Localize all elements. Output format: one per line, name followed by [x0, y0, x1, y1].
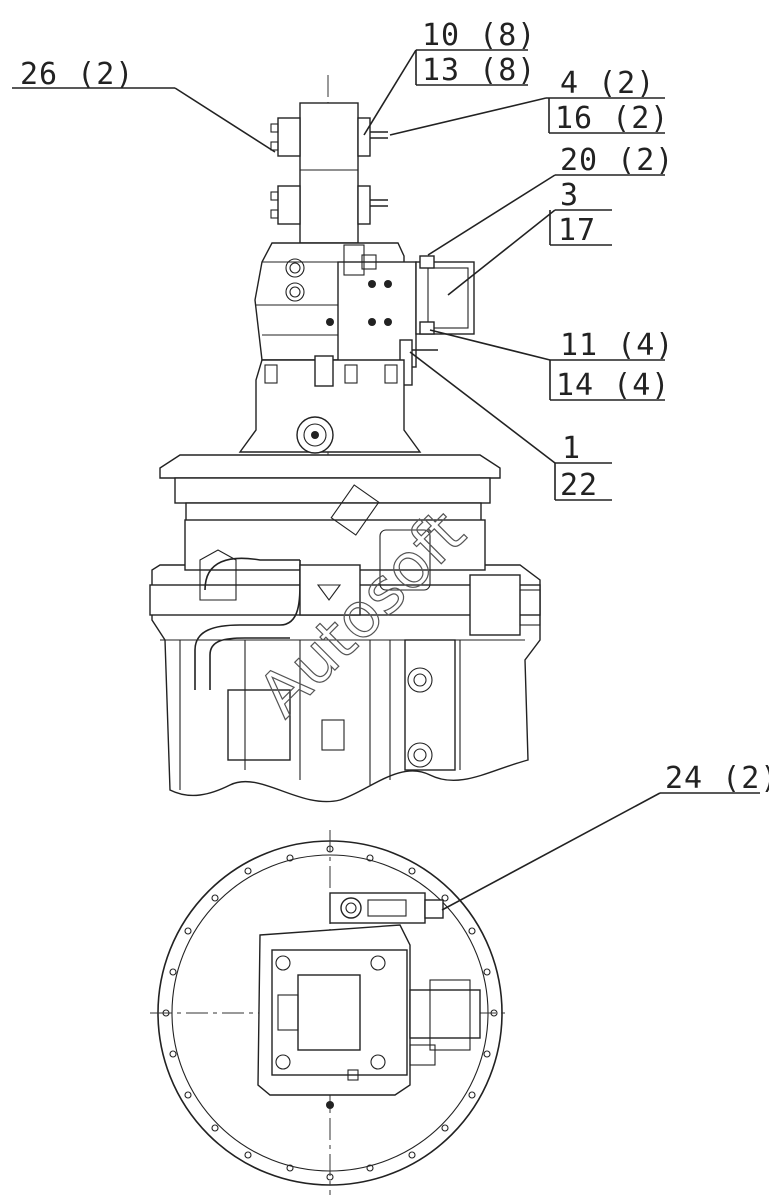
label-26: 26 (2) [20, 57, 134, 92]
filter-box [227, 689, 291, 761]
label-13: 13 (8) [422, 53, 536, 88]
label-20: 20 (2) [560, 143, 674, 178]
valve-stack [299, 102, 359, 244]
bell-housing [238, 359, 422, 453]
engine-assembly [149, 484, 541, 803]
label-16: 16 (2) [555, 101, 669, 136]
side-elevation-view [149, 75, 541, 803]
label-3: 3 [560, 178, 579, 213]
label-11: 11 (4) [560, 328, 674, 363]
left-valve-upper [277, 117, 301, 157]
label-22: 22 [560, 468, 598, 503]
label-24: 24 (2) [665, 761, 769, 796]
label-14: 14 (4) [556, 368, 670, 403]
label-17: 17 [558, 213, 596, 248]
left-valve-lower [277, 185, 301, 225]
bolt-circle-holes [162, 845, 498, 1181]
leader-lines [12, 49, 760, 911]
label-1: 1 [562, 431, 581, 466]
label-4: 4 (2) [560, 66, 655, 101]
mounting-flange [159, 454, 501, 479]
plan-view [150, 830, 510, 1195]
label-10: 10 (8) [422, 18, 536, 53]
callout-labels: 26 (2) 10 (8) 13 (8) 4 (2) 16 (2) 20 (2)… [20, 18, 769, 796]
